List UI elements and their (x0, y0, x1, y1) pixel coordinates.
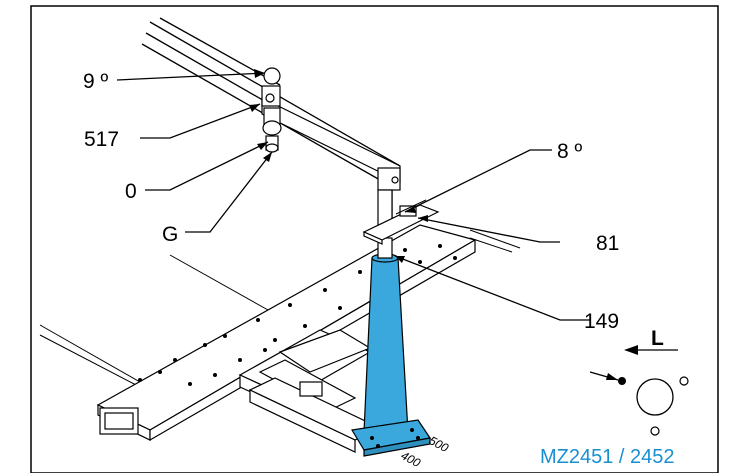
arrowheads (249, 69, 428, 263)
callout-g: G (162, 223, 178, 246)
callout-8-deg: 8 º (557, 140, 583, 163)
callout-9-deg: 9 º (83, 70, 109, 93)
floor-lines (39, 229, 521, 387)
support-column (351, 237, 432, 457)
callout-149: 149 (584, 310, 619, 333)
leader-lines (116, 72, 590, 321)
cross-slide (238, 329, 382, 453)
workpiece-circle (636, 378, 674, 416)
direction-label: L (651, 327, 664, 350)
overhead-rail (141, 17, 401, 231)
datum-point (618, 377, 626, 385)
callout-0: 0 (125, 180, 137, 203)
callout-81: 81 (596, 232, 619, 255)
direction-indicator: L (589, 327, 689, 436)
drawing-reference: MZ2451 / 2452 (540, 446, 675, 468)
gripper-assembly (261, 67, 282, 153)
callout-517: 517 (84, 128, 119, 151)
